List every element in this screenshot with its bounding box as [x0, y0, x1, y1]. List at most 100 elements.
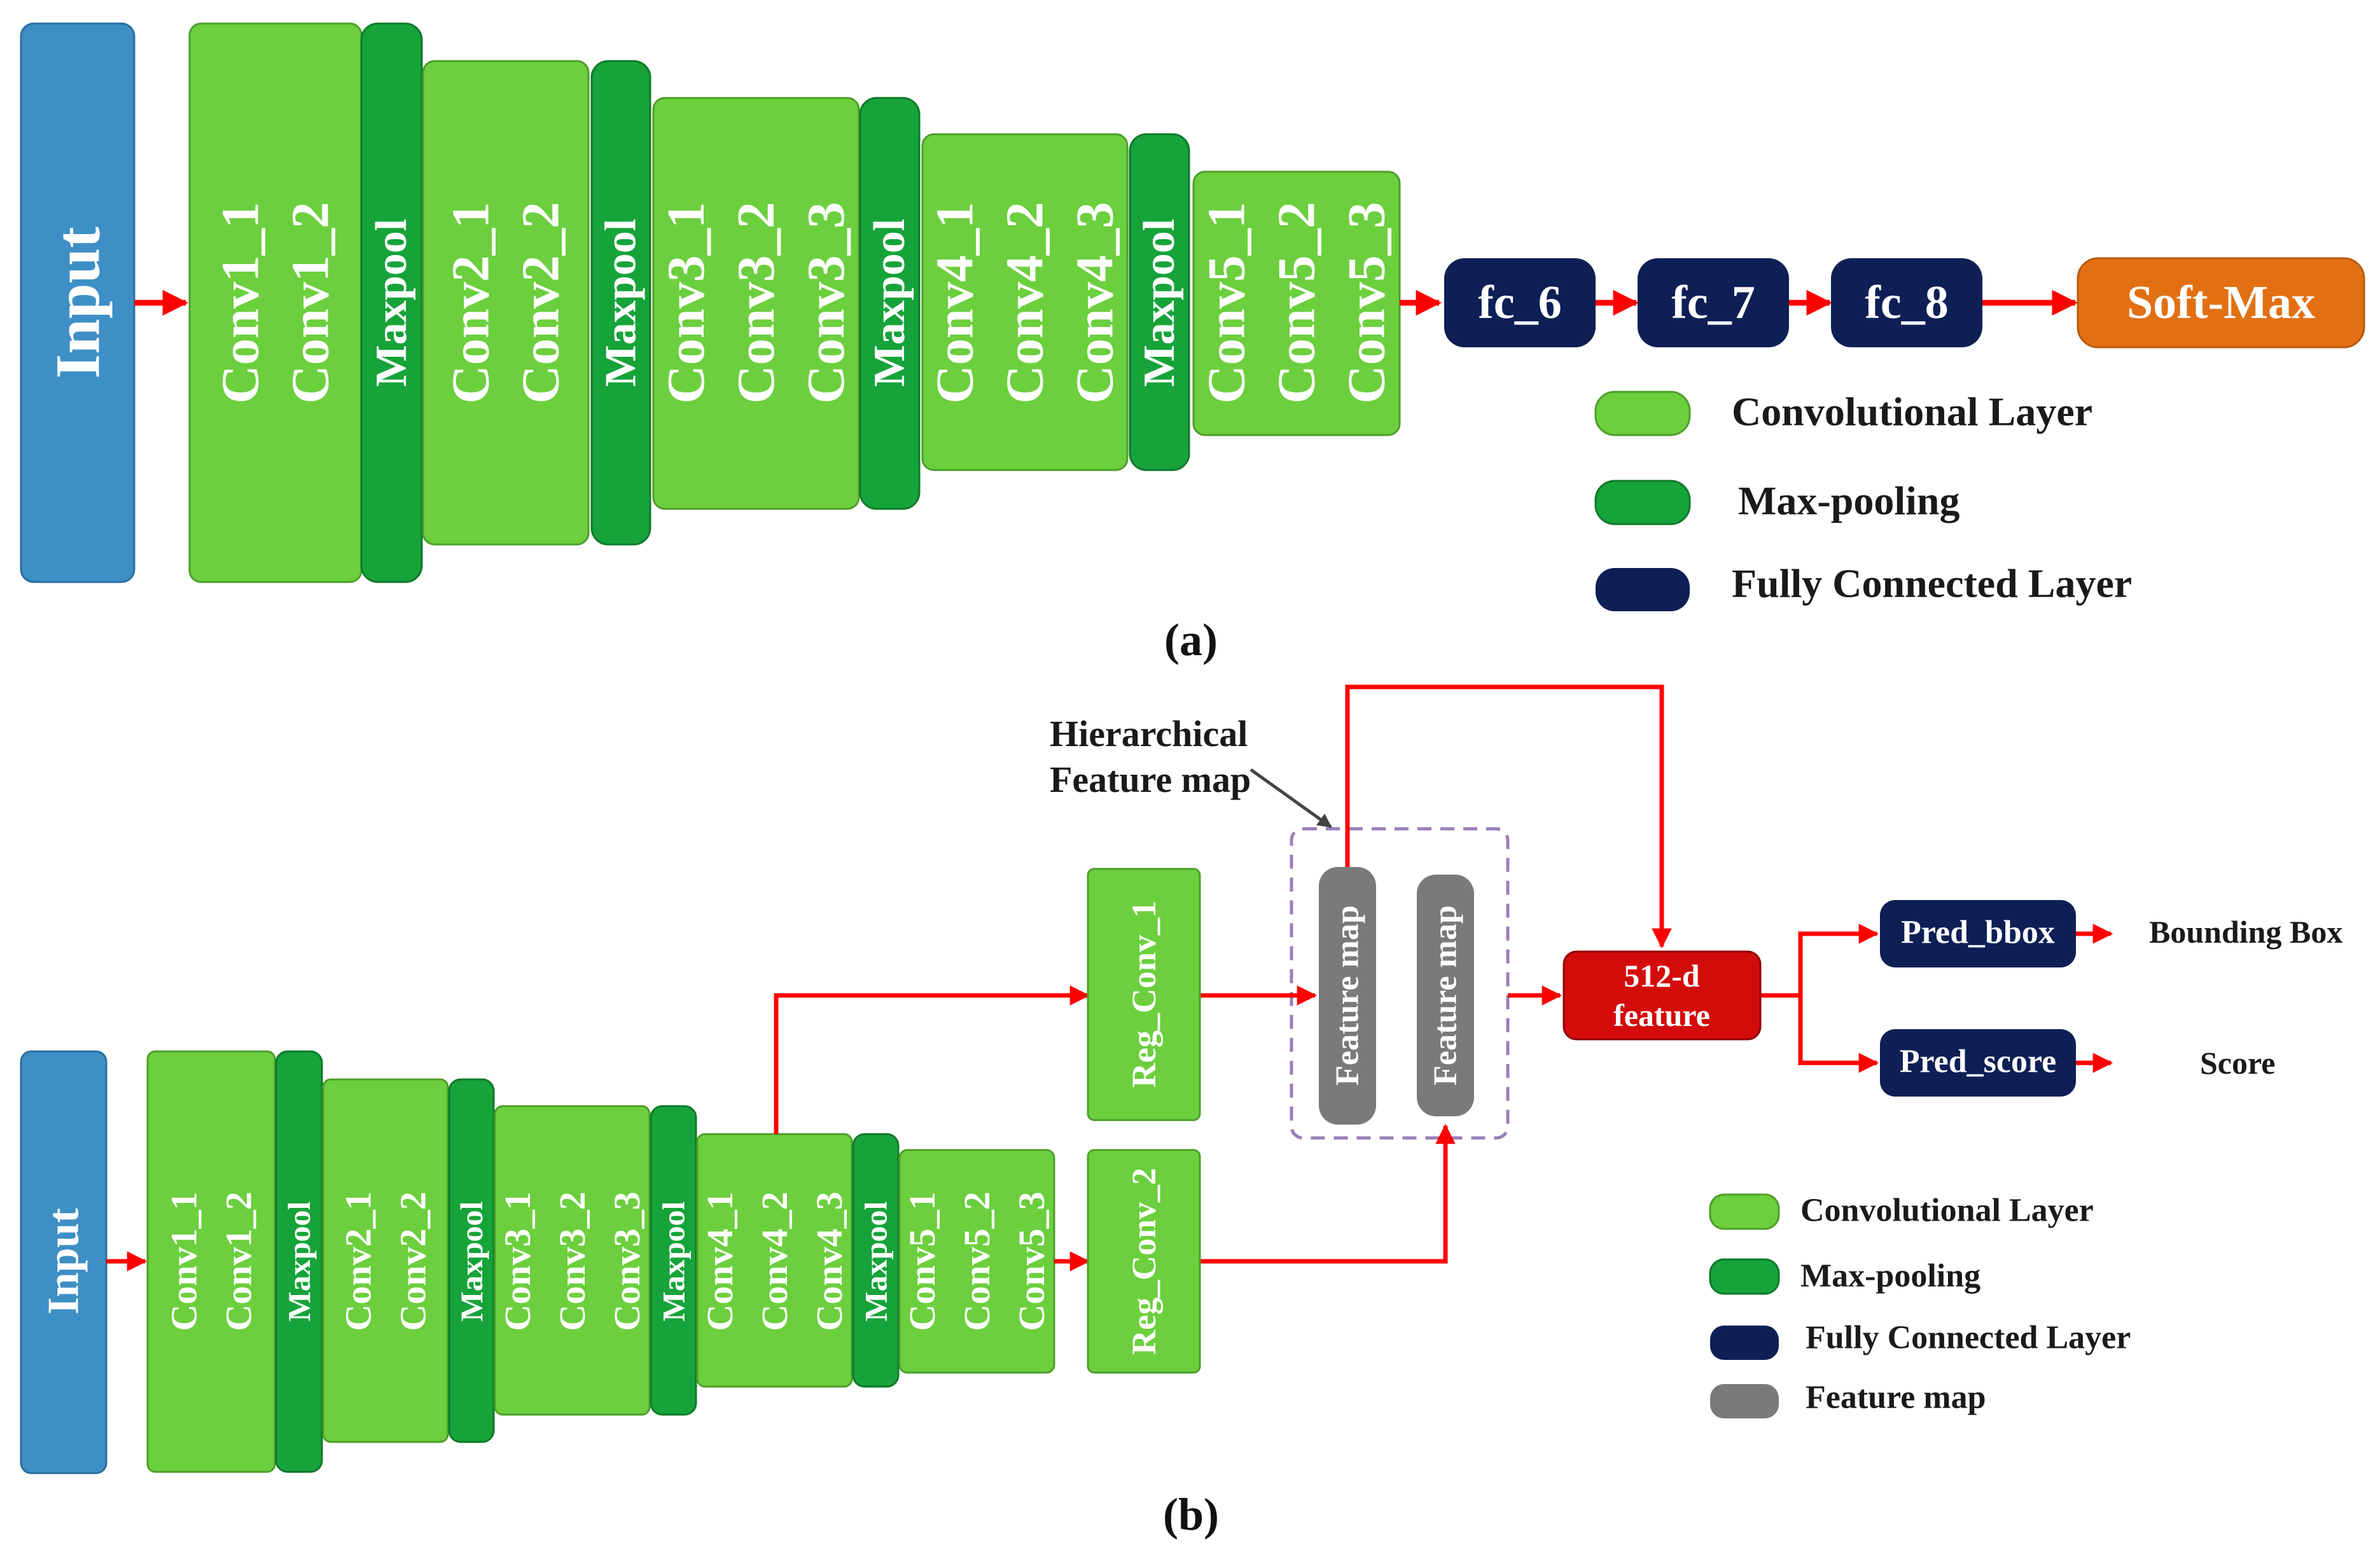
a-layer-label: Maxpool: [597, 219, 646, 387]
a-legend-conv-label: Convolutional Layer: [1732, 389, 2092, 434]
b-arrow-fmap1-top-feature: [1345, 684, 1672, 949]
a-layer-label: Conv5_3: [1337, 202, 1396, 403]
a-input-block: Input: [20, 22, 136, 583]
b-layer-label: Maxpool: [454, 1201, 489, 1321]
feature-512d-block: 512-d feature: [1562, 950, 1762, 1041]
a-maxpool-block-4: Maxpool: [590, 60, 651, 546]
a-legend-fc-swatch: [1596, 568, 1690, 611]
b-input-block: Input: [20, 1050, 108, 1474]
a-softmax: Soft-Max: [2077, 257, 2365, 349]
a-block-rect-3: [422, 60, 590, 546]
a-layer-label: Conv2_2: [511, 202, 571, 403]
b-layer-label: Maxpool: [281, 1201, 317, 1321]
a-legend-fc-label: Fully Connected Layer: [1732, 561, 2132, 606]
b-layer-label: Conv4_2: [754, 1191, 795, 1331]
b-maxpool-block-8: Maxpool: [852, 1133, 900, 1388]
b-block-rect-5: [494, 1105, 651, 1416]
a-fc7: fc_7: [1638, 258, 1789, 347]
feature-map-1-label: Feature map: [1330, 905, 1366, 1086]
b-layer-label: Conv1_1: [164, 1191, 205, 1331]
b-legend: Convolutional Layer Max-pooling Fully Co…: [1709, 1193, 2131, 1418]
a-layer-label: Conv4_2: [996, 202, 1055, 403]
b-layer-label: Conv2_2: [393, 1191, 434, 1331]
b-legend-conv-label: Convolutional Layer: [1800, 1193, 2094, 1229]
reg-conv-1-label: Reg_Conv_1: [1125, 901, 1163, 1088]
reg-conv-1: Reg_Conv_1: [1087, 868, 1201, 1121]
a-layer-label: Maxpool: [865, 219, 914, 387]
a-softmax-label: Soft-Max: [2127, 277, 2315, 329]
b-layer-label: Maxpool: [858, 1201, 894, 1321]
a-legend-pool-label: Max-pooling: [1738, 478, 1959, 523]
b-legend-fc-label: Fully Connected Layer: [1806, 1320, 2131, 1356]
a-block-rect-7: [921, 133, 1129, 471]
b-layer-label: Conv4_1: [699, 1191, 741, 1331]
a-layer-label: Conv3_3: [797, 202, 856, 403]
pred-bbox-label: Pred_bbox: [1901, 915, 2055, 951]
output-score-label: Score: [2200, 1045, 2275, 1081]
a-block-rect-4: [590, 60, 651, 546]
b-layer-label: Conv3_2: [552, 1191, 593, 1331]
b-arrow-split-bbox: [1798, 924, 1879, 995]
a-input-label: Input: [43, 226, 113, 378]
a-layer-label: Conv5_2: [1267, 202, 1326, 403]
a-layer-label: Conv4_1: [926, 202, 985, 403]
pred-score-label: Pred_score: [1900, 1044, 2056, 1080]
b-conv-block-7: Conv4_1 Conv4_2 Conv4_3: [696, 1133, 853, 1388]
a-maxpool-block-6: Maxpool: [859, 97, 921, 510]
a-fc6-label: fc_6: [1478, 277, 1562, 329]
reg-conv-2: Reg_Conv_2: [1087, 1149, 1201, 1374]
output-bounding-box-label: Bounding Box: [2149, 914, 2342, 950]
a-block-rect-6: [859, 97, 921, 510]
a-layer-label: Conv3_1: [657, 202, 716, 403]
b-maxpool-block-6: Maxpool: [650, 1105, 697, 1416]
a-fc8-label: fc_8: [1865, 277, 1949, 329]
a-fc6: fc_6: [1444, 258, 1596, 347]
feature-map-1: Feature map: [1319, 867, 1376, 1125]
a-block-rect-5: [652, 97, 860, 510]
b-block-rect-4: [448, 1078, 495, 1443]
a-layer-label: Maxpool: [1135, 219, 1184, 387]
hierarchical-feature-box: [1290, 827, 1510, 1140]
feature-512d-line2: feature: [1613, 997, 1710, 1033]
b-maxpool-block-4: Maxpool: [448, 1078, 495, 1443]
b-block-rect-3: [322, 1078, 449, 1443]
b-block-rect-8: [852, 1133, 900, 1388]
pred-bbox-block: Pred_bbox: [1880, 900, 2076, 967]
feature-512d-line1: 512-d: [1624, 958, 1700, 994]
b-legend-fmap-label: Feature map: [1806, 1380, 1986, 1416]
a-layer-label: Conv5_1: [1197, 202, 1256, 403]
b-arrow-conv4-regconv1: [774, 985, 1090, 1134]
b-layer-label: Conv1_2: [218, 1191, 260, 1331]
b-legend-pool-swatch: [1709, 1258, 1780, 1295]
b-layer-label: Maxpool: [656, 1201, 692, 1321]
a-layer-label: Conv3_2: [727, 202, 786, 403]
b-maxpool-block-2: Maxpool: [275, 1050, 323, 1473]
b-layer-label: Conv2_1: [338, 1191, 379, 1331]
a-maxpool-block-2: Maxpool: [360, 22, 423, 583]
b-layer-label: Conv5_3: [1011, 1191, 1052, 1331]
b-block-rect-1: [146, 1050, 276, 1473]
pred-score-block: Pred_score: [1880, 1029, 2076, 1097]
a-block-rect-2: [360, 22, 423, 583]
b-conv-block-3: Conv2_1 Conv2_2: [322, 1078, 449, 1443]
a-fc7-label: fc_7: [1671, 277, 1755, 329]
hierarchical-pointer-arrow: [1249, 768, 1332, 829]
b-legend-fc-swatch: [1710, 1326, 1779, 1360]
b-arrows: [106, 684, 2113, 1271]
a-legend-pool-swatch: [1594, 480, 1691, 525]
b-block-rect-2: [275, 1050, 323, 1473]
a-fc8: fc_8: [1831, 258, 1982, 347]
b-layer-stack: Conv1_1 Conv1_2 Maxpool Conv2_1 Conv2_2 Maxpo…: [146, 1050, 1055, 1473]
b-layer-label: Conv5_1: [901, 1191, 943, 1331]
b-conv-block-1: Conv1_1 Conv1_2: [146, 1050, 276, 1473]
b-layer-label: Conv4_3: [809, 1191, 850, 1331]
b-caption: (b): [1163, 1489, 1219, 1540]
